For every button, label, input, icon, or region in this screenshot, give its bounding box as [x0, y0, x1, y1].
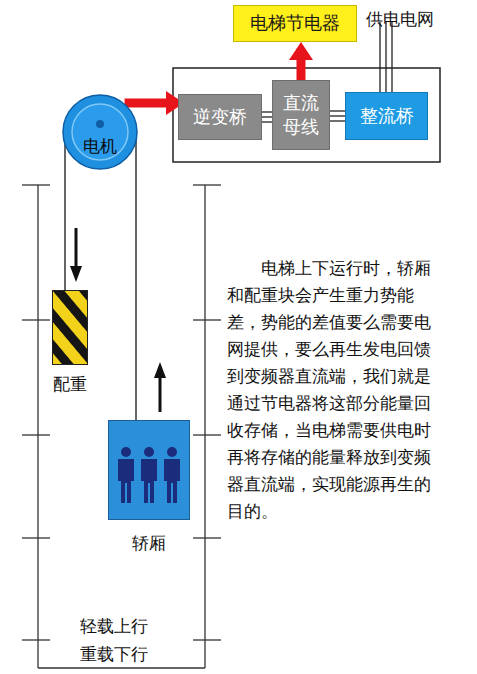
- power-flow-arrow: [125, 99, 168, 108]
- counterweight: 配重: [52, 290, 88, 365]
- shaft-floor: [38, 667, 205, 668]
- panel-outline: [173, 68, 440, 162]
- bus-wire: [262, 111, 272, 112]
- person-body: [118, 459, 134, 503]
- dc-bus-box: 直流 母线: [272, 80, 330, 150]
- motion-arrow-head: [70, 266, 82, 282]
- node-text: 直流 母线: [281, 91, 321, 140]
- tick: [22, 537, 50, 538]
- bus-wire: [262, 116, 272, 117]
- node-text: 配重: [40, 373, 100, 396]
- tick: [193, 639, 221, 640]
- person-body: [141, 459, 157, 503]
- connector: [125, 91, 184, 115]
- tick: [193, 319, 221, 320]
- motor-graphic: [62, 94, 138, 170]
- tick: [22, 639, 50, 640]
- grid-wire: [379, 22, 380, 92]
- motion-arrow: [159, 376, 162, 412]
- description-text: 电梯上下运行时，轿厢和配重块会产生重力势能差，势能的差值要么需要电网提供，要么再…: [227, 255, 433, 525]
- motor-hub: [96, 120, 104, 128]
- connector: [289, 42, 313, 80]
- power-flow-arrow: [297, 58, 306, 80]
- shaft-ticks: [22, 185, 221, 640]
- tick: [193, 537, 221, 538]
- shaft-wall: [204, 185, 205, 668]
- person-head: [144, 447, 154, 457]
- bus-wire: [330, 110, 345, 111]
- rope: [135, 132, 137, 420]
- shaft-wall: [37, 185, 38, 668]
- tick: [22, 184, 50, 185]
- connector: [330, 111, 345, 121]
- node-text: 电梯节电器: [250, 11, 340, 35]
- motion-arrow: [75, 228, 78, 268]
- car-body: [109, 421, 190, 520]
- grid-wire: [391, 22, 392, 92]
- tick: [22, 434, 50, 435]
- node-text: 逆变桥: [193, 105, 247, 129]
- arrow-head: [289, 42, 313, 60]
- motion-arrow-head: [154, 362, 166, 378]
- tick: [22, 319, 50, 320]
- person-head: [167, 447, 177, 457]
- bus-wire: [330, 115, 345, 116]
- weight-block: [53, 291, 88, 365]
- motor-rim: [63, 95, 137, 169]
- person-body: [164, 459, 180, 503]
- connector: [65, 132, 66, 290]
- tick: [193, 184, 221, 185]
- mode-label: 轻载上行 重载下行: [80, 612, 155, 668]
- node-text: 轿厢: [108, 532, 190, 555]
- rectifier-box: 整流桥: [345, 92, 428, 140]
- car-graphic: [108, 420, 190, 520]
- elevator-car: 轿厢: [108, 420, 190, 520]
- grid-wire: [385, 22, 386, 92]
- connector: [136, 132, 137, 420]
- bus-wire: [330, 120, 345, 121]
- grid-label: 供电电网: [366, 8, 466, 31]
- saver-box: 电梯节电器: [233, 5, 357, 42]
- motor-circle: 电机: [62, 94, 138, 170]
- inverter-box: 逆变桥: [178, 94, 262, 140]
- connector: [262, 112, 272, 122]
- node-text: 电机: [62, 136, 138, 156]
- rope: [64, 132, 66, 290]
- bus-wire: [262, 121, 272, 122]
- node-text: 整流桥: [360, 104, 414, 128]
- person-head: [121, 447, 131, 457]
- tick: [193, 434, 221, 435]
- weight-graphic: [52, 290, 88, 365]
